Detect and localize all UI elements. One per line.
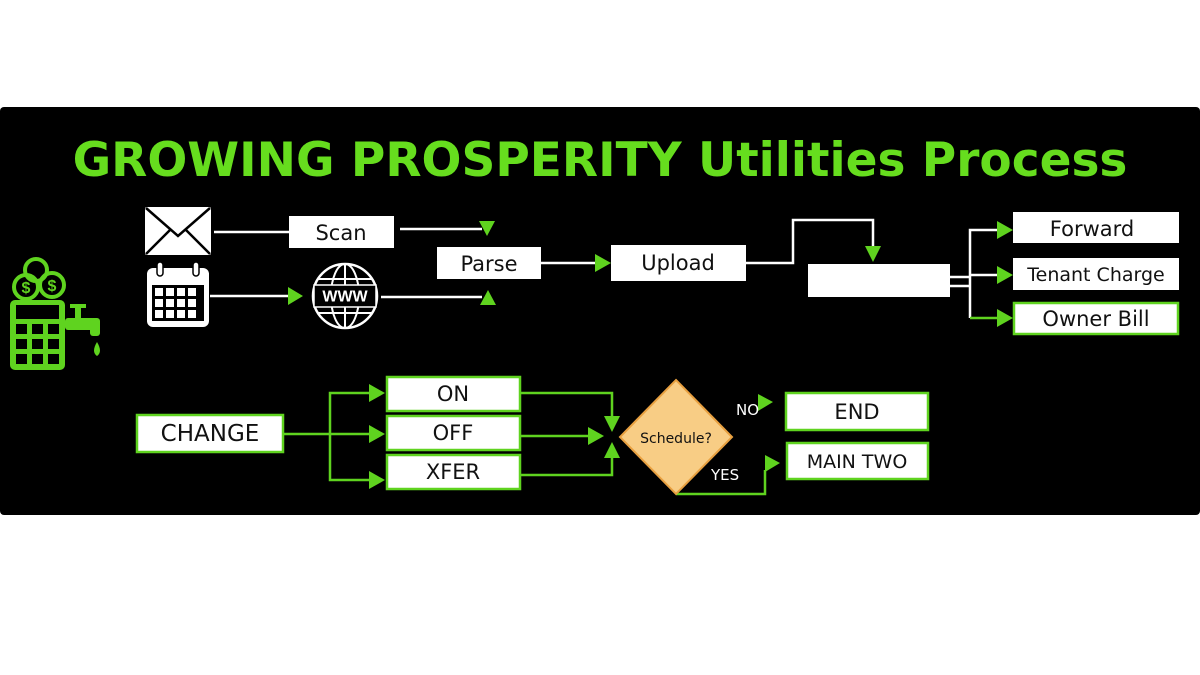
www-label: WWW [322,289,368,306]
forward-label: Forward [1050,217,1134,241]
parse-label: Parse [460,252,517,276]
schedule-label: Schedule? [640,431,712,447]
schedule-decision: Schedule? [618,378,734,496]
utility-calculator-icon: $ $ [10,257,100,370]
scan-label: Scan [315,221,366,245]
main-two-label: MAIN TWO [807,451,908,473]
end-label: END [834,400,879,424]
main-two-box: MAIN TWO [785,441,930,481]
xfer-label: XFER [426,460,480,484]
on-box: ON [385,375,522,413]
upload-box: Upload [611,245,746,281]
calendar-icon [147,261,209,327]
change-label: CHANGE [161,421,260,447]
owner-bill-box: Owner Bill [1012,301,1180,336]
xfer-box: XFER [385,453,522,491]
globe-www-icon: WWW [311,262,379,330]
no-label: NO [736,401,759,419]
forward-box: Forward [1013,212,1179,243]
on-label: ON [437,382,469,406]
scan-box: Scan [289,216,394,248]
upload-label: Upload [641,251,715,275]
svg-text:$: $ [22,280,31,297]
svg-text:$: $ [48,278,57,295]
end-box: END [784,391,930,432]
tenant-charge-box: Tenant Charge [1013,258,1179,290]
tenant-charge-label: Tenant Charge [1026,264,1164,286]
change-box: CHANGE [135,413,285,454]
diagram-title: GROWING PROSPERITY Utilities Process [73,133,1128,188]
off-box: OFF [385,414,522,452]
envelope-icon [143,205,213,257]
yes-label: YES [710,466,739,484]
top-connectors [210,218,1013,327]
off-label: OFF [433,421,474,445]
bottom-connectors [283,384,780,496]
parse-box: Parse [437,247,541,279]
owner-bill-label: Owner Bill [1042,307,1149,331]
blank-process-box [808,264,950,297]
